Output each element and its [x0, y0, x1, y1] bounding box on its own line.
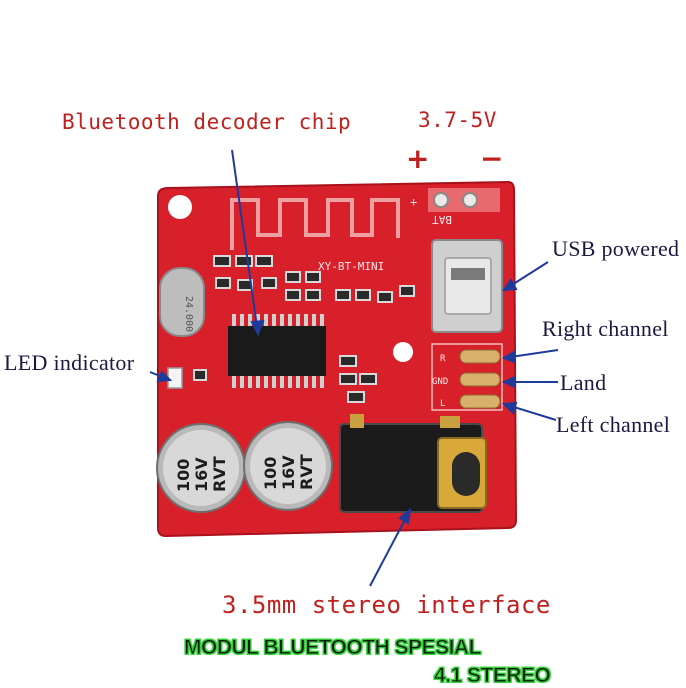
decoder-chip [228, 326, 326, 376]
label-stereo-interface: 3.5mm stereo interface [222, 591, 551, 619]
pad-left [459, 394, 501, 409]
battery-pad-plus [433, 192, 449, 208]
label-decoder-chip: Bluetooth decoder chip [62, 110, 352, 134]
banner-line-2: 4.1 STEREO [433, 664, 551, 688]
label-usb-powered: USB powered [552, 236, 680, 261]
pad-right [459, 349, 501, 364]
label-right-channel: Right channel [542, 316, 669, 341]
label-voltage: 3.7-5V [418, 108, 497, 132]
label-land: Land [560, 370, 607, 395]
antenna-trace [230, 198, 400, 250]
pad-gnd [459, 372, 501, 387]
crystal-oscillator [159, 267, 205, 337]
mounting-hole [393, 342, 413, 362]
battery-pad-minus [462, 192, 478, 208]
label-left-channel: Left channel [556, 412, 671, 437]
mounting-hole [168, 195, 192, 219]
banner-line-1: MODUL BLUETOOTH SPESIAL [184, 636, 482, 660]
label-plus: + [406, 142, 430, 175]
led [167, 367, 183, 389]
label-led-indicator: LED indicator [4, 350, 135, 375]
label-minus: − [480, 142, 504, 175]
